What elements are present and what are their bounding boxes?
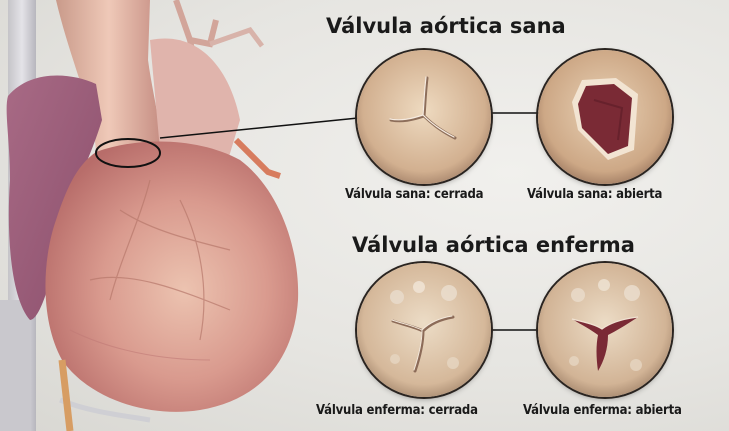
diseased-valve-title: Válvula aórtica enferma bbox=[352, 233, 635, 257]
diseased-valve-closed-image bbox=[357, 263, 491, 397]
diseased-valve-open-image bbox=[538, 263, 672, 397]
healthy-valve-closed-image bbox=[357, 50, 491, 184]
healthy-valve-open-image bbox=[538, 50, 672, 184]
healthy-valve-open-caption: Válvula sana: abierta bbox=[527, 187, 662, 202]
healthy-valve-closed-caption: Válvula sana: cerrada bbox=[345, 187, 483, 202]
diseased-valve-open-caption: Válvula enferma: abierta bbox=[523, 403, 682, 418]
diseased-valve-closed-caption: Válvula enferma: cerrada bbox=[316, 403, 478, 418]
healthy-valve-title: Válvula aórtica sana bbox=[326, 14, 566, 38]
heart-illustration bbox=[0, 0, 330, 431]
